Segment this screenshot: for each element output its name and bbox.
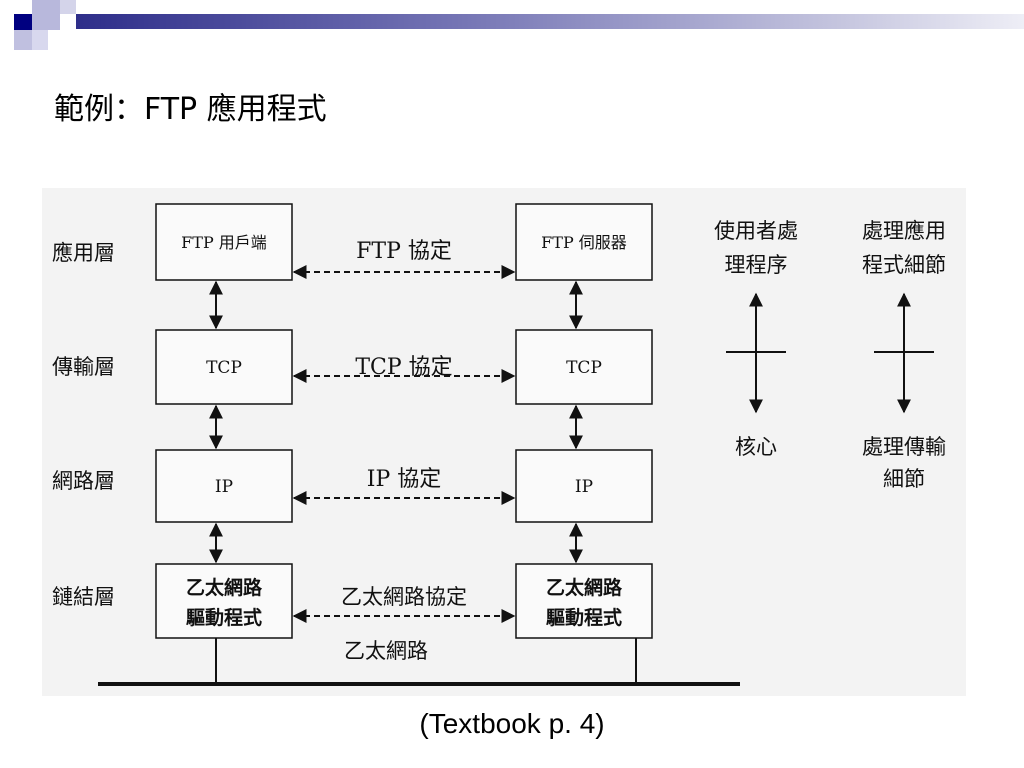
server-box-ip [515,449,653,523]
protocol-label-tcp: TCP 協定 [355,355,452,380]
server-box-ethernet-line2: 驅動程式 [546,606,622,629]
server-box-ftp-label: FTP 伺服器 [541,233,627,252]
diagram-canvas: 應用層 傳輸層 網路層 鏈結層 FTP 用戶端 TCP IP 乙太網路 驅動程式… [52,203,946,686]
client-box-tcp [155,329,293,405]
client-box-ethernet-line2: 驅動程式 [186,606,262,629]
slide-title: 範例：FTP 應用程式 [54,92,327,127]
side-transport-detail-line1: 處理傳輸 [862,435,946,459]
corner-square-light [60,0,76,14]
side-app-detail-line1: 處理應用 [862,219,946,243]
layer-label-link: 鏈結層 [52,585,115,609]
corner-square-mid [32,0,60,30]
corner-square-low-right [32,30,48,50]
server-box-ethernet-driver [515,563,653,639]
side-kernel-label: 核心 [735,435,777,459]
server-box-tcp [515,329,653,405]
title-bar [76,14,1024,29]
side-user-process-line1: 使用者處 [714,219,798,243]
server-box-ethernet-line1: 乙太網路 [546,576,623,599]
layer-label-transport: 傳輸層 [52,355,115,379]
server-box-tcp-label: TCP [566,358,602,378]
client-box-ftp-label: FTP 用戶端 [181,233,267,252]
client-box-ethernet-driver [155,563,293,639]
corner-square-low [14,30,32,50]
layer-label-application: 應用層 [52,241,115,265]
ethernet-medium-label: 乙太網路 [344,639,428,663]
server-box-ftp [515,203,653,281]
textbook-caption: (Textbook p. 4) [419,708,605,739]
side-transport-detail-line2: 細節 [883,467,925,491]
protocol-label-ip: IP 協定 [367,467,442,492]
side-user-process-line2: 理程序 [725,253,788,277]
layer-label-network: 網路層 [52,469,115,493]
client-box-ip-label: IP [215,477,233,497]
server-box-ip-label: IP [575,477,593,497]
client-box-ip [155,449,293,523]
client-box-ethernet-line1: 乙太網路 [186,576,263,599]
client-box-tcp-label: TCP [206,358,242,378]
protocol-label-ethernet: 乙太網路協定 [341,585,467,609]
corner-square-dark [14,14,32,30]
side-app-detail-line2: 程式細節 [862,253,946,277]
client-box-ftp [155,203,293,281]
protocol-label-ftp: FTP 協定 [356,239,452,264]
protocol-stack-diagram: 應用層 傳輸層 網路層 鏈結層 FTP 用戶端 TCP IP 乙太網路 驅動程式… [42,188,966,696]
